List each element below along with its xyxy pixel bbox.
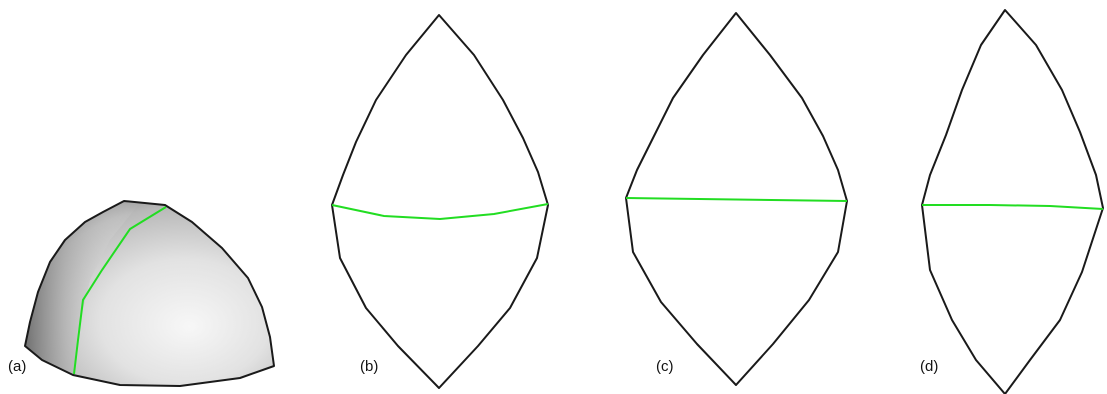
- panel-label-b: (b): [360, 358, 379, 375]
- panel-c-lens: [625, 12, 848, 386]
- dome-outline: [24, 200, 275, 387]
- panel-label-a: (a): [8, 358, 27, 375]
- panel-label-c: (c): [656, 358, 674, 375]
- lens-d-outline: [921, 9, 1104, 394]
- panel-label-d: (d): [920, 358, 939, 375]
- lens-c-cut-line: [625, 197, 848, 202]
- panel-d-lens: [921, 9, 1104, 394]
- lens-d-cut-line: [922, 204, 1104, 210]
- dome-left-shadow: [25, 201, 140, 375]
- lens-c-outline: [625, 12, 848, 386]
- dome-cut-line: [73, 206, 167, 375]
- panel-b-lens: [331, 14, 549, 389]
- lens-b-outline: [331, 14, 549, 389]
- panel-a-dome: [24, 200, 275, 387]
- lens-b-cut-line: [331, 203, 549, 221]
